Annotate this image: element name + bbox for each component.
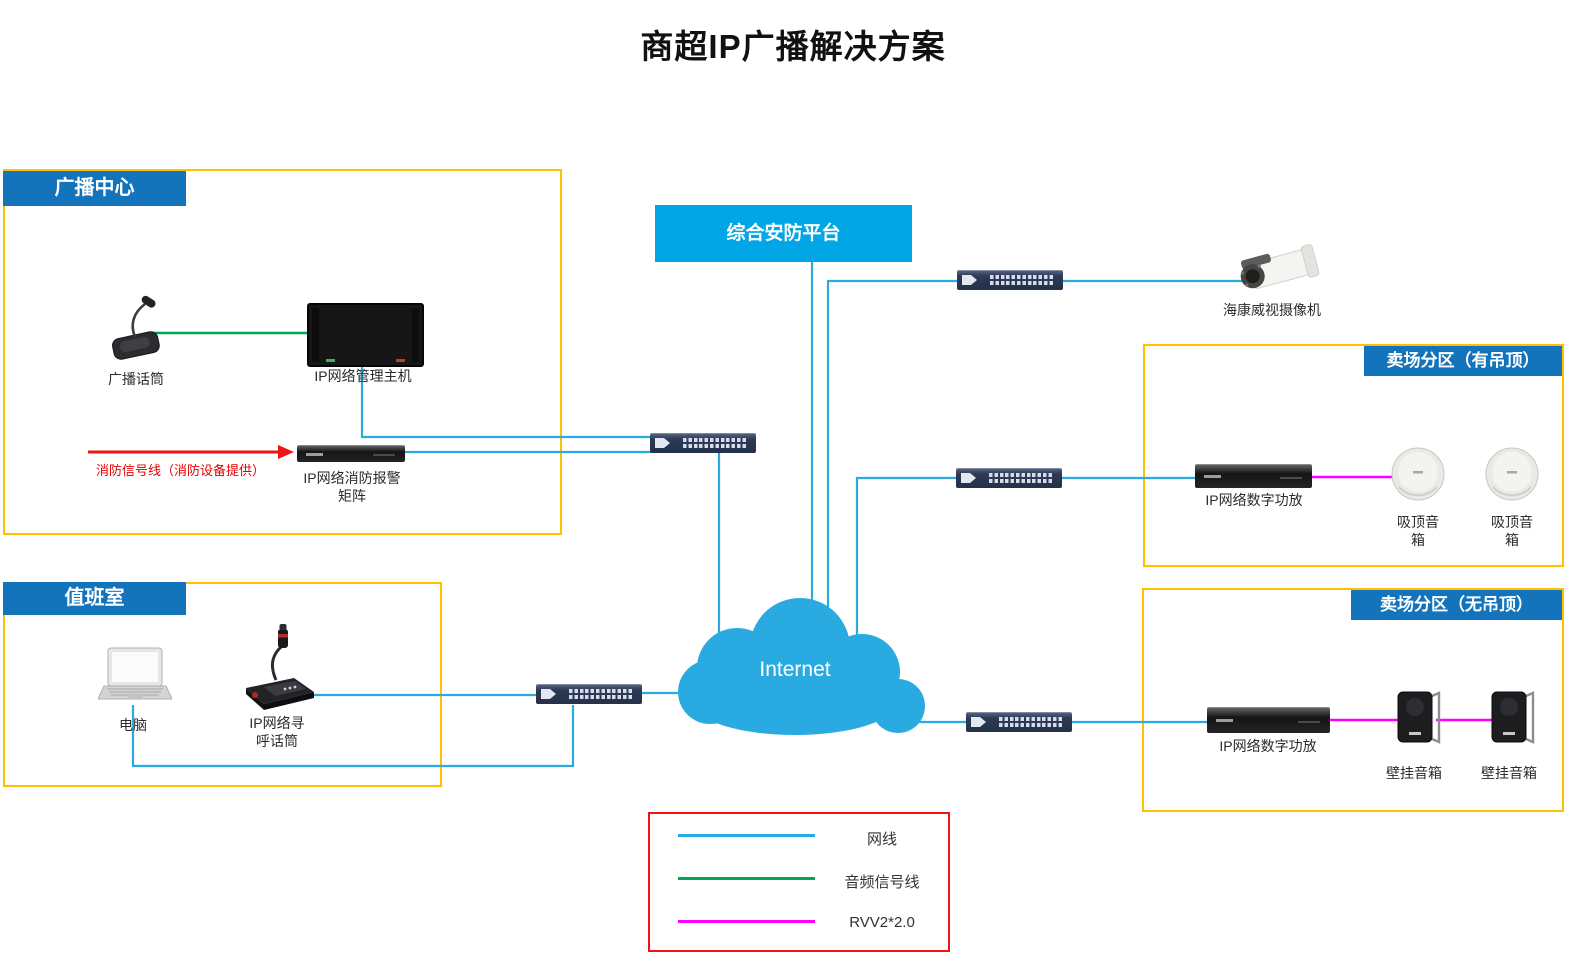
wall-speaker-label: 壁挂音箱 [1481,765,1537,781]
switch-duty-room [536,684,642,704]
paging-mic-label: IP网络寻 呼话筒 [249,715,305,750]
switch-camera [957,270,1063,290]
broadcast-center-header: 广播中心 [3,171,186,206]
wall-speaker-icon [1397,691,1441,744]
fire-signal-note: 消防信号线（消防设备提供） [96,463,266,478]
security-platform-banner: 综合安防平台 [655,205,912,262]
switch-zone-ceiling [956,468,1062,488]
switch-ports [990,275,1054,285]
ceiling-speaker-label: 吸顶音 箱 [1397,514,1439,549]
legend-label-audio: 音频信号线 [844,874,920,891]
speaker-lines [1312,475,1492,722]
broadcast-center-box [3,169,562,535]
ceiling-speaker-icon [1485,447,1539,501]
line-host-to-switch1 [360,363,652,439]
legend-label-rvv: RVV2*2.0 [849,914,915,931]
page-title: 商超IP广播解决方案 [640,28,946,65]
switch-zone-no-ceiling [966,712,1072,732]
camera-label: 海康威视摄像机 [1223,302,1321,318]
duty-room-header: 值班室 [3,582,186,615]
fire-matrix-device [297,445,405,462]
host-rail [312,308,319,362]
zone-ceiling-header: 卖场分区（有吊顶） [1364,346,1562,376]
switch-ports [999,717,1063,727]
management-host-label: IP网络管理主机 [314,368,412,384]
amp-zone-ceiling-device [1195,464,1312,488]
camera-icon [1240,244,1320,289]
line-computer-to-switch4 [131,705,575,768]
amp-zone-no-ceiling-label: IP网络数字功放 [1219,738,1317,754]
legend-line-network [678,834,815,837]
zone-no-ceiling-header: 卖场分区（无吊顶） [1351,590,1562,620]
fire-signal-arrowhead [278,445,294,459]
laptop-icon [98,647,172,700]
cloud-base [693,669,897,735]
network-lines [131,262,1244,768]
switch-broadcast-center [650,433,756,453]
ceiling-speaker-icon [1391,447,1445,501]
zone-no-ceiling-box [1142,588,1564,812]
host-rail [412,308,419,362]
internet-label: Internet [759,658,830,681]
amp-zone-no-ceiling-device [1207,707,1330,733]
fire-matrix-label: IP网络消防报警 矩阵 [303,470,401,505]
computer-label: 电脑 [119,717,147,733]
switch-ports [989,473,1053,483]
ceiling-speaker-label: 吸顶音 箱 [1491,514,1533,549]
wall-speaker-icon [1491,691,1535,744]
switch-ports [569,689,633,699]
legend-line-rvv [678,920,815,923]
host-screen [322,310,409,356]
host-led-red [396,359,405,362]
internet-cloud [678,598,925,735]
wall-speaker-label: 壁挂音箱 [1386,765,1442,781]
legend-line-audio [678,877,815,880]
line-switch2-to-cloud [826,279,957,615]
management-host-device [307,303,424,367]
duty-room-box [3,582,442,787]
switch-ports [683,438,747,448]
broadcast-mic-icon [112,295,160,360]
host-led-green [326,359,335,362]
legend-label-network: 网线 [866,831,897,848]
line-switch3-to-cloud [855,476,956,642]
zone-ceiling-box [1143,344,1564,567]
broadcast-mic-label: 广播话筒 [108,371,164,387]
paging-mic-icon [246,624,314,710]
amp-zone-ceiling-label: IP网络数字功放 [1205,492,1303,508]
